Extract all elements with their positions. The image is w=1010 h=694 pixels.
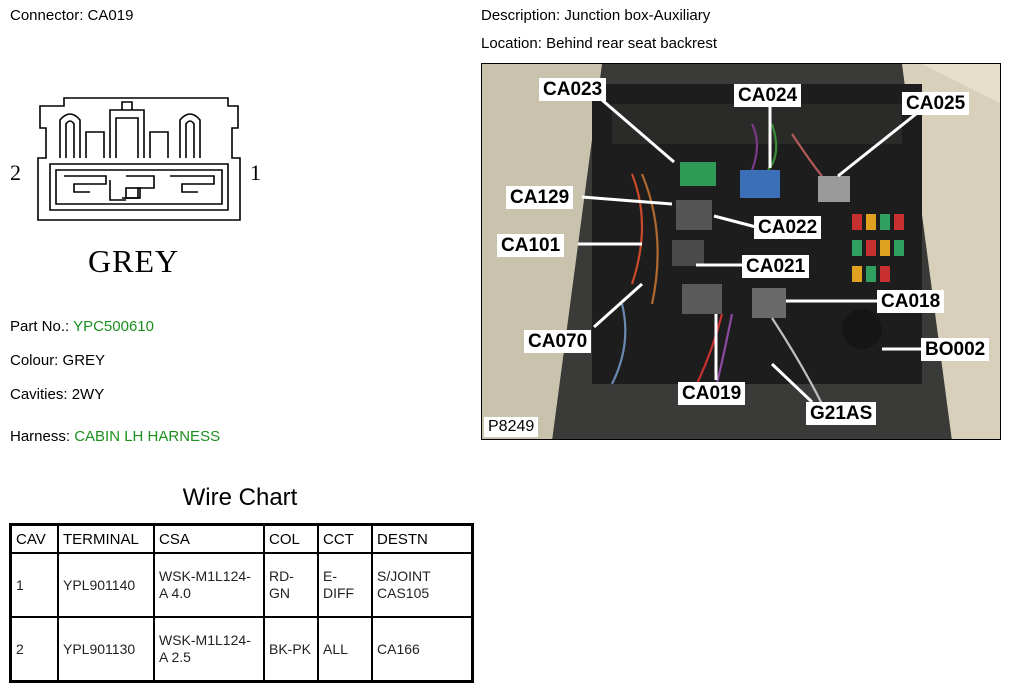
- callout-ca021: CA021: [742, 255, 810, 278]
- connector-id: CA019: [87, 7, 134, 24]
- cell-cav: 2: [9, 616, 59, 683]
- callout-ca022: CA022: [754, 216, 822, 239]
- pin-2-label: 2: [10, 160, 21, 185]
- photo-code: P8249: [484, 417, 539, 437]
- callout-ca019: CA019: [678, 382, 746, 405]
- header-col: COL: [263, 523, 319, 554]
- wire-chart-header-row: CAV TERMINAL CSA COL CCT DESTN: [9, 523, 474, 554]
- header-csa: CSA: [153, 523, 265, 554]
- table-row: 1 YPL901140 WSK-M1L124-A 4.0 RD-GN E-DIF…: [9, 552, 474, 618]
- connector-face-diagram: 2 1 GREY: [10, 97, 261, 279]
- cell-csa: WSK-M1L124-A 4.0: [153, 552, 265, 618]
- cell-terminal: YPL901130: [57, 616, 155, 683]
- harness-link[interactable]: CABIN LH HARNESS: [74, 428, 221, 445]
- cell-cav: 1: [9, 552, 59, 618]
- callout-ca101: CA101: [497, 234, 565, 257]
- header-cav: CAV: [9, 523, 59, 554]
- table-row: 2 YPL901130 WSK-M1L124-A 2.5 BK-PK ALL C…: [9, 616, 474, 683]
- cell-cct: ALL: [317, 616, 373, 683]
- part-no-link[interactable]: YPC500610: [73, 318, 154, 335]
- cell-cct: E-DIFF: [317, 552, 373, 618]
- cell-csa: WSK-M1L124-A 2.5: [153, 616, 265, 683]
- colour-label: Colour:: [10, 352, 59, 369]
- harness-label: Harness:: [10, 428, 71, 445]
- part-no-line: Part No.: YPC500610: [10, 318, 154, 335]
- callout-ca129: CA129: [506, 186, 574, 209]
- cell-destn: S/JOINT CAS105: [371, 552, 474, 618]
- header-destn: DESTN: [371, 523, 474, 554]
- photo-illustration: [482, 64, 1000, 439]
- cavities-line: Cavities: 2WY: [10, 386, 104, 403]
- cell-col: RD-GN: [263, 552, 319, 618]
- callout-ca070: CA070: [524, 330, 592, 353]
- connector-colour-label: GREY: [88, 243, 179, 279]
- callout-g21as: G21AS: [806, 402, 877, 425]
- header-cct: CCT: [317, 523, 373, 554]
- callout-bo002: BO002: [921, 338, 990, 361]
- wire-chart-title: Wire Chart: [182, 484, 298, 511]
- part-no-label: Part No.:: [10, 318, 70, 335]
- cavities-value: 2WY: [71, 386, 105, 403]
- location-value: Behind rear seat backrest: [546, 35, 717, 52]
- harness-line: Harness: CABIN LH HARNESS: [10, 428, 220, 445]
- wire-chart-table: CAV TERMINAL CSA COL CCT DESTN 1 YPL9011…: [9, 523, 474, 683]
- description-line: Description: Junction box-Auxiliary: [481, 7, 710, 24]
- connector-title: Connector: CA019: [10, 7, 133, 24]
- colour-line: Colour: GREY: [10, 352, 105, 369]
- callout-ca023: CA023: [539, 78, 607, 101]
- cell-terminal: YPL901140: [57, 552, 155, 618]
- location-label: Location:: [481, 35, 542, 52]
- description-label: Description:: [481, 7, 561, 24]
- callout-ca018: CA018: [877, 290, 945, 313]
- callout-ca024: CA024: [734, 84, 802, 107]
- header-terminal: TERMINAL: [57, 523, 155, 554]
- callout-ca025: CA025: [902, 92, 970, 115]
- location-photo: CA023 CA024 CA025 CA129 CA022 CA101 CA02…: [481, 63, 1001, 440]
- cell-destn: CA166: [371, 616, 474, 683]
- cell-col: BK-PK: [263, 616, 319, 683]
- connector-label: Connector:: [10, 7, 84, 24]
- location-line: Location: Behind rear seat backrest: [481, 35, 717, 52]
- cavities-label: Cavities:: [10, 386, 68, 403]
- colour-value: GREY: [62, 352, 106, 369]
- description-value: Junction box-Auxiliary: [564, 7, 711, 24]
- pin-1-label: 1: [250, 160, 261, 185]
